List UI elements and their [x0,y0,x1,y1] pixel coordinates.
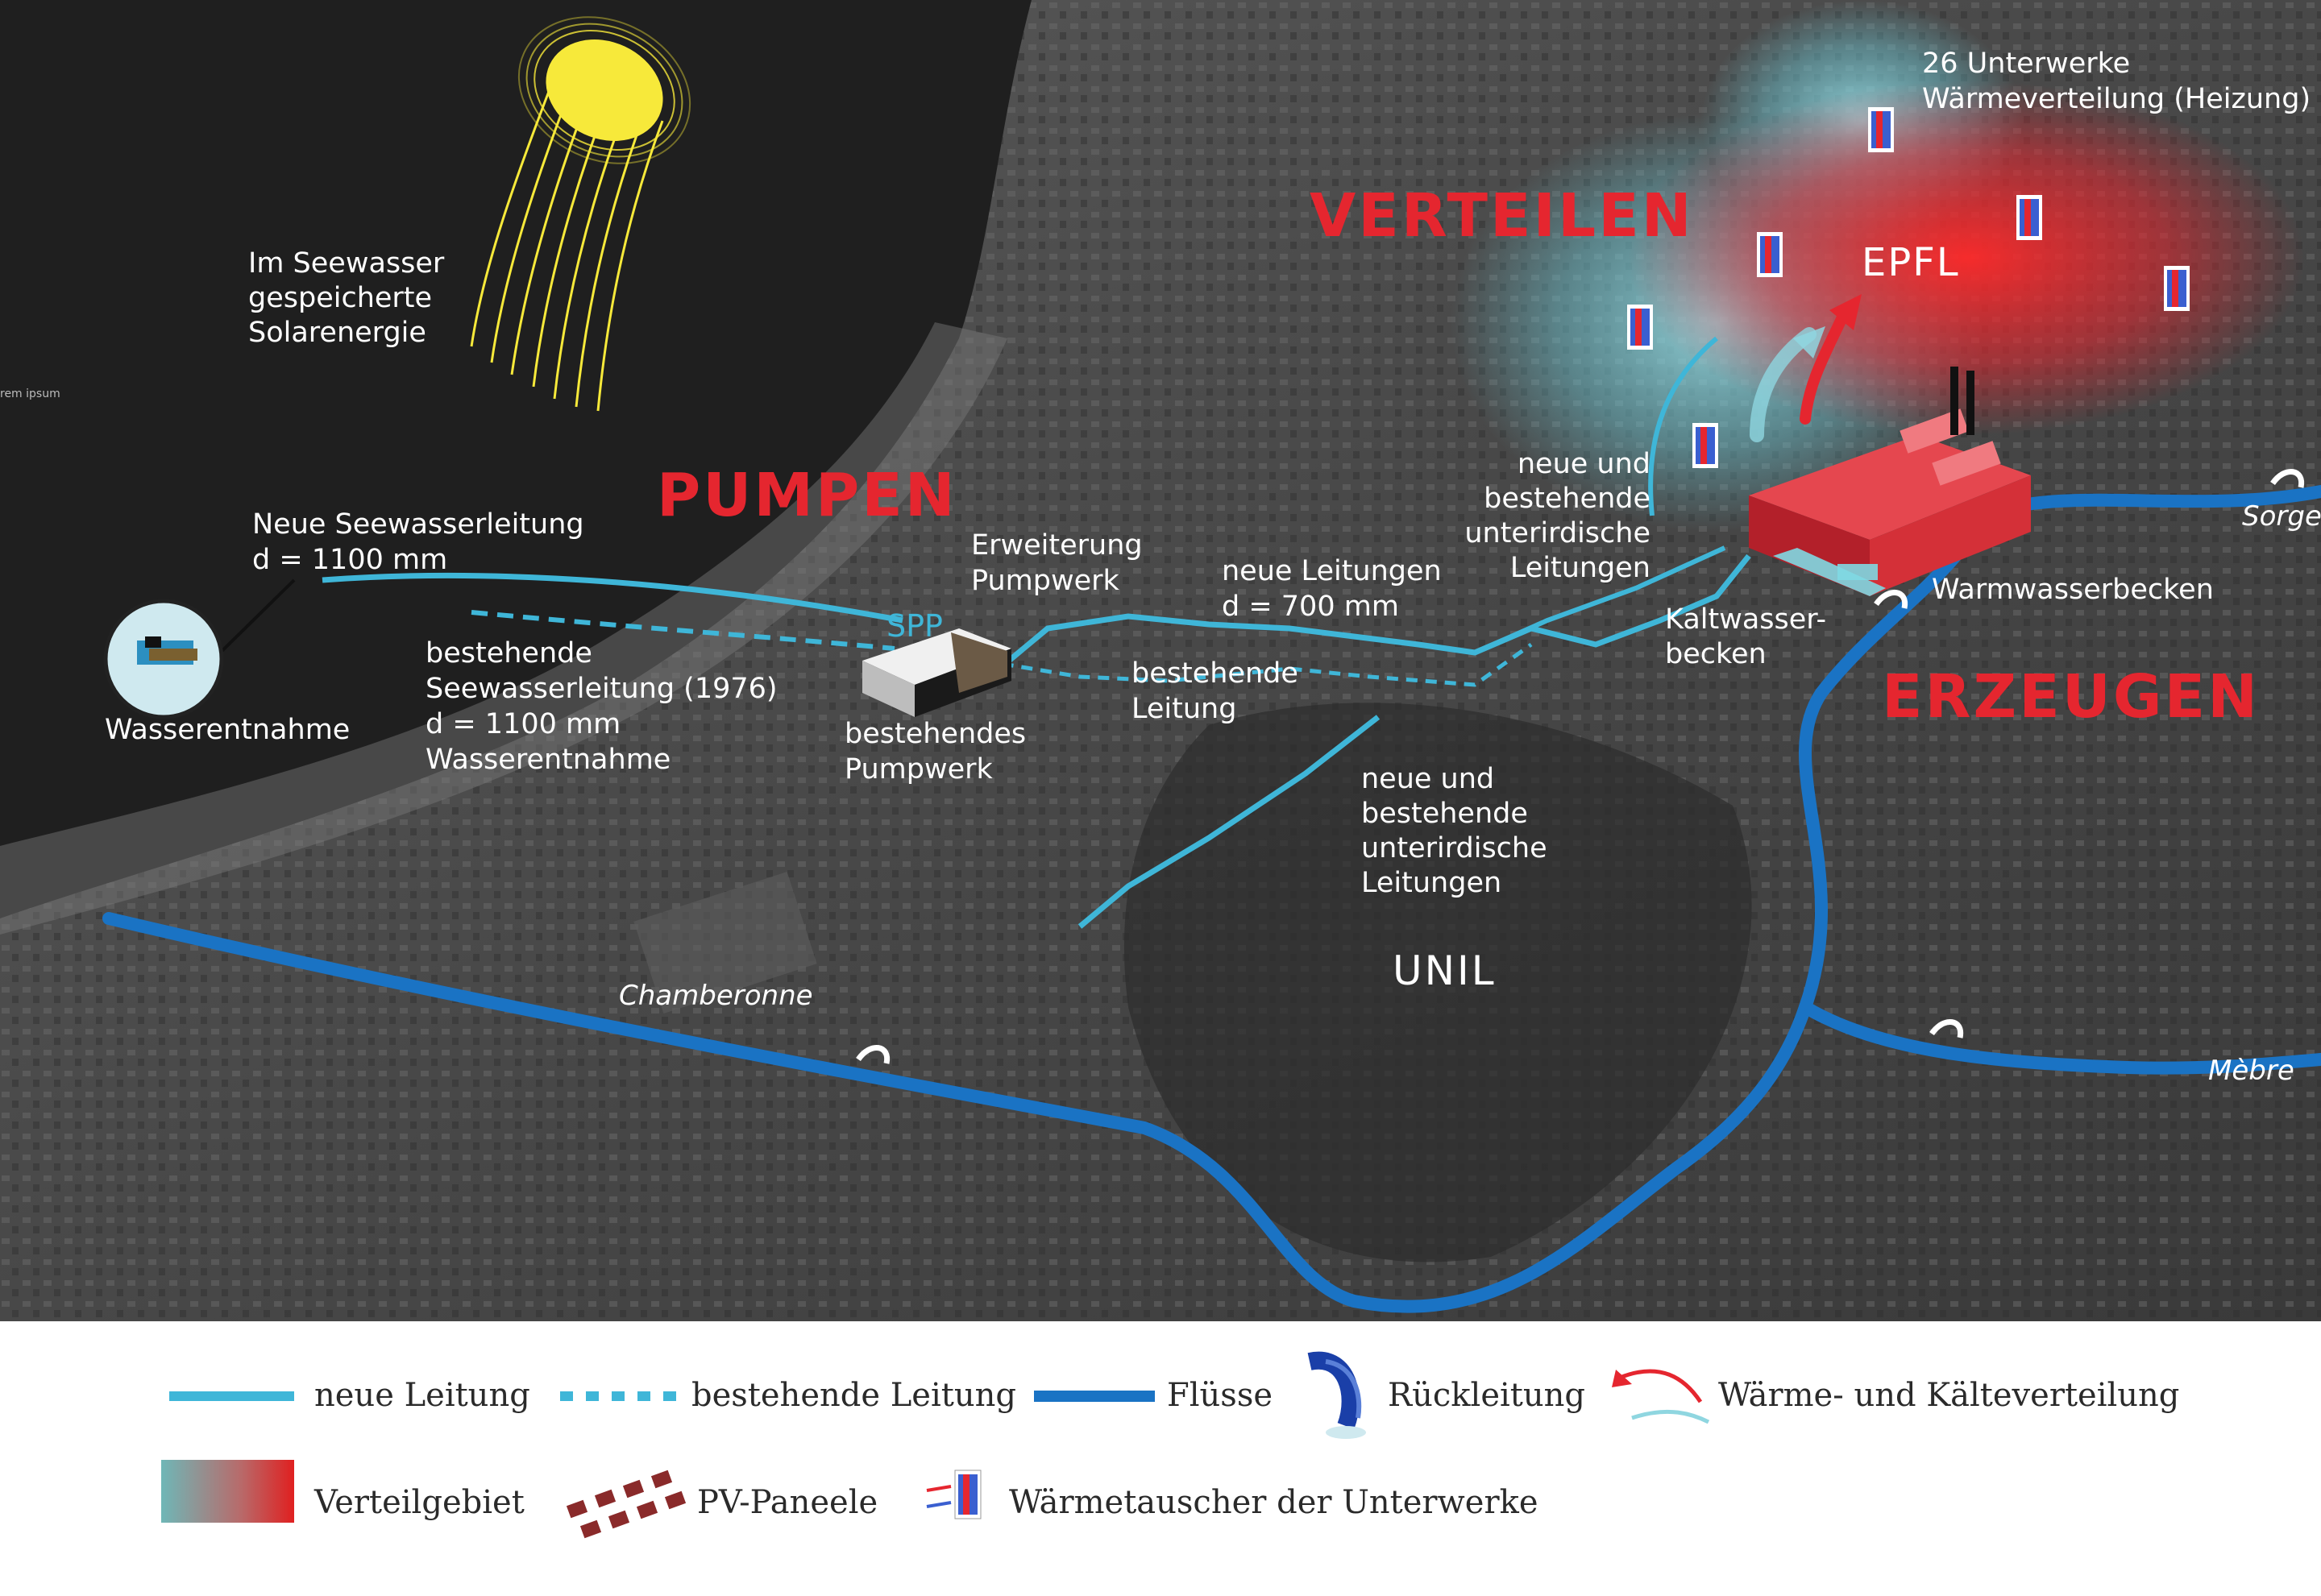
heat-exchanger-icon [1692,423,1718,468]
new-pipes-main [997,553,1751,671]
pipe-to-epfl [1473,545,1726,655]
label-water-intake: Wasserentnahme [105,714,350,746]
distribution-arrowhead-cyan [1793,326,1825,359]
existing-seawater-pipe [471,610,895,651]
return-outlet-icon [1874,589,1908,609]
label-cold-basin: Kaltwasser-becken [1665,603,1826,670]
legend-exchanger-label: Wärmetauscher der Unterwerke [1009,1484,1538,1521]
section-pumpen: PUMPEN [657,461,957,530]
heat-exchanger-icon [1627,305,1653,350]
sun-icon [470,16,691,412]
river-label-mebre: Mèbre [2208,1055,2294,1087]
legend-river-label: Flüsse [1167,1377,1273,1414]
sports-field [633,872,817,1014]
label-warm-basin: Warmwasserbecken [1932,574,2214,606]
legend-pv-label: PV-Paneele [697,1484,878,1521]
legend-distribution-label: Wärme- und Kälteverteilung [1718,1377,2179,1414]
heat-exchanger-icon [2016,195,2042,240]
legend-exchanger-icon [926,1470,982,1519]
river-label-chamberonne: Chamberonne [619,980,813,1012]
heat-exchanger-icon [1868,107,1894,152]
existing-pipe-link [982,642,1533,687]
heat-exchanger-icon [2164,266,2190,311]
water-intake-icon [103,578,296,719]
river-label-sorge: Sorge [2242,500,2321,533]
shore-haze [0,322,1007,935]
new-seawater-pipe [322,572,903,624]
legend-return-label: Rückleitung [1388,1377,1585,1414]
pump-station-icon [862,628,1011,717]
label-lorem: rem ipsum [0,388,60,400]
place-unil: UNIL [1393,947,1497,994]
heat-exchanger-icon [1757,232,1783,277]
legend-distribution-icon [1612,1369,1710,1424]
return-outlet-icon [2270,468,2305,488]
legend-existing-pipe-label: bestehende Leitung [691,1377,1016,1414]
legend-return-icon [1307,1351,1366,1439]
distribution-arrow-icon [1800,305,1851,425]
legend-area-swatch [161,1460,294,1523]
forest [1123,703,1752,1262]
return-outlet-icon [1929,1018,1964,1038]
section-verteilen: VERTEILEN [1310,181,1694,251]
place-spp: SPP [886,608,943,644]
legend-area-label: Verteilgebiet [313,1484,525,1521]
place-epfl: EPFL [1862,240,1960,285]
pipe-up-1 [1648,336,1718,516]
legend-pv-icon [566,1470,687,1539]
distribution-arrowhead-red [1829,294,1862,330]
heat-plant-icon [1749,367,2031,596]
legend-panel [0,1321,2321,1596]
new-pipes-south [1077,715,1381,929]
section-erzeugen: ERZEUGEN [1882,662,2260,732]
return-outlet-icon [856,1044,891,1064]
legend-new-pipe-label: neue Leitung [314,1377,530,1414]
river-mebre [1799,1001,2321,1075]
